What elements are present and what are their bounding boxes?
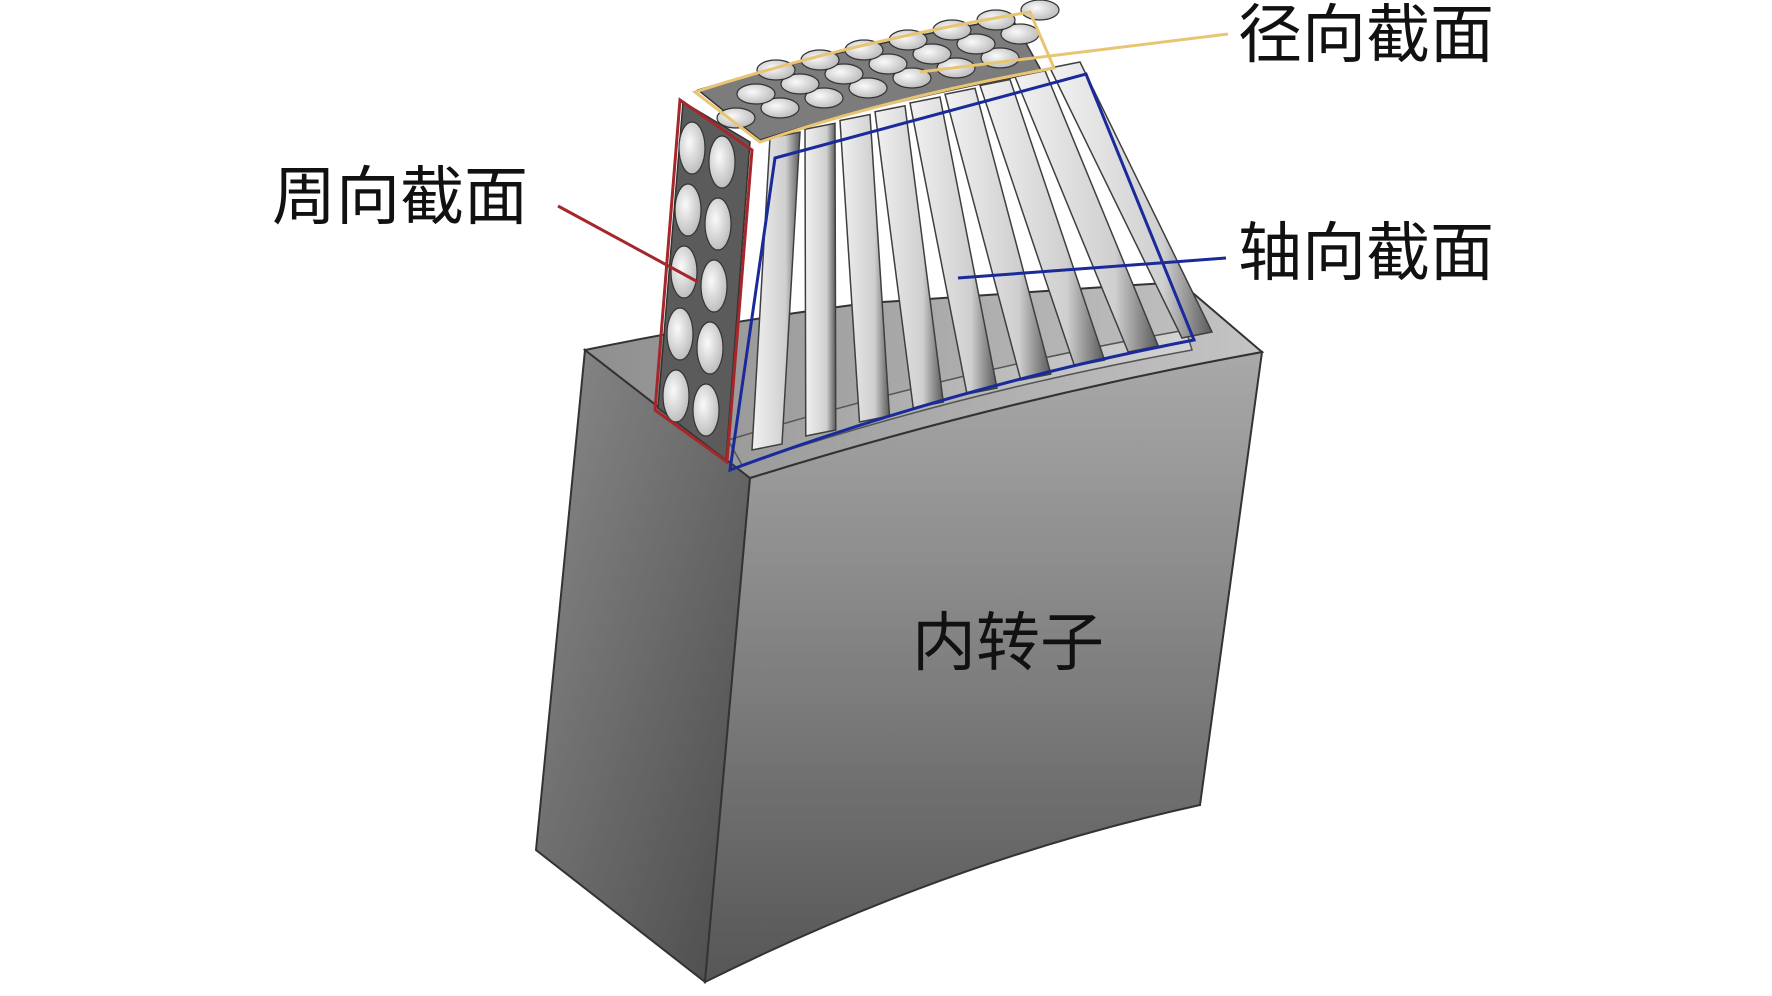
fiber-end-radial [804, 87, 844, 109]
fiber-strand [804, 122, 837, 437]
circumferential-section-outline [653, 97, 754, 465]
fiber-bundle [657, 0, 1214, 462]
inner-rotor-block [534, 280, 1265, 984]
fiber-end-radial [736, 83, 776, 105]
fiber-end-circumferential [662, 369, 690, 423]
fiber-strand [1048, 61, 1214, 339]
fiber-end-radial [956, 33, 996, 55]
fiber-end-radial [868, 53, 908, 75]
fiber-end-circumferential [670, 245, 698, 299]
axial-leader-line [957, 256, 1227, 280]
fiber-end-circumferential [678, 121, 706, 175]
radial-section-label: 径向截面 [1238, 0, 1494, 73]
fiber-end-circumferential [696, 321, 724, 375]
axial-section-outline [728, 72, 1197, 473]
fiber-end-radial [848, 77, 888, 99]
fiber-strand [751, 131, 801, 451]
fiber-end-radial [716, 107, 756, 129]
circumferential-section-label: 周向截面 [272, 161, 528, 235]
fiber-strand [874, 104, 945, 409]
fiber-end-radial [912, 43, 952, 65]
fiber-end-radial [1020, 0, 1060, 21]
fiber-end-radial [824, 63, 864, 85]
inner-rotor-label: 内转子 [912, 607, 1104, 681]
fiber-strand [944, 87, 1052, 381]
fiber-end-circumferential [704, 197, 732, 251]
circumferential-leader-line [557, 204, 699, 284]
fiber-strand [909, 96, 998, 395]
fiber-end-circumferential [700, 259, 728, 313]
fiber-end-circumferential [674, 183, 702, 237]
radial-leader-line [919, 32, 1229, 74]
fiber-end-radial [760, 97, 800, 119]
radial-section-outline [691, 10, 1057, 144]
fiber-end-circumferential [666, 307, 694, 361]
axial-section-label: 轴向截面 [1238, 217, 1494, 291]
fiber-end-circumferential [692, 383, 720, 437]
fiber-end-circumferential [708, 135, 736, 189]
fiber-end-radial [780, 73, 820, 95]
